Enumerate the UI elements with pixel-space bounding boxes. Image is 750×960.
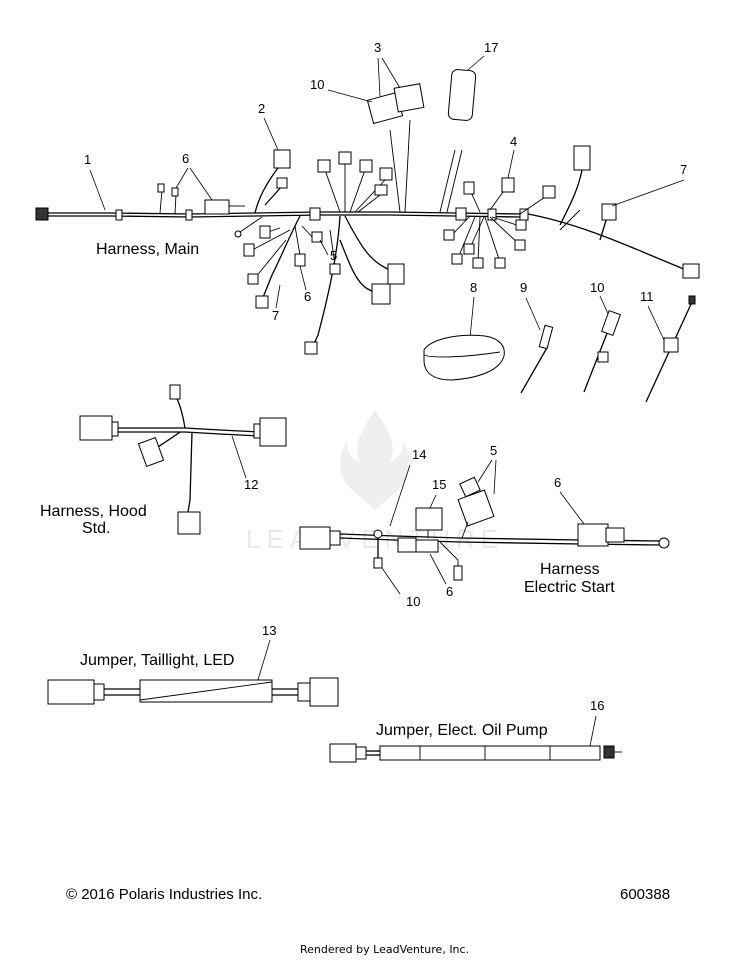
footer-rendered-by: Rendered by LeadVenture, Inc. (300, 943, 469, 956)
callout-6-es-a: 6 (554, 475, 561, 490)
callout-6b: 6 (304, 289, 311, 304)
label-harness-main: Harness, Main (96, 241, 199, 258)
label-harness-hood-2: Std. (82, 520, 110, 537)
callout-16: 16 (590, 698, 604, 713)
part-9-cable-tie: 9 (520, 280, 554, 394)
jumper-oil-pump-drawing: 16 (329, 698, 622, 763)
watermark-flame-logo (340, 410, 410, 510)
callout-10-part: 10 (590, 280, 604, 295)
part-8-conduit: 8 (423, 280, 505, 381)
label-harness-es-1: Harness (540, 561, 600, 578)
callout-7a: 7 (272, 308, 279, 323)
harness-main-callouts: 1 2 3 4 5 6 6 7 7 10 17 (84, 40, 687, 323)
jumper-taillight-drawing: 13 (47, 623, 339, 707)
callout-11: 11 (640, 289, 654, 304)
part-10-clip: 10 (583, 280, 622, 393)
callout-1: 1 (84, 152, 91, 167)
callout-6-es-b: 6 (446, 584, 453, 599)
footer-copyright: © 2016 Polaris Industries Inc. (66, 886, 262, 903)
label-jumper-oil-pump: Jumper, Elect. Oil Pump (376, 722, 548, 739)
part-11-cable-tie-mount: 11 (640, 289, 696, 403)
callout-7b: 7 (680, 162, 687, 177)
callout-17: 17 (484, 40, 498, 55)
footer-diagram-id: 600388 (620, 886, 670, 903)
callout-2: 2 (258, 101, 265, 116)
callout-9: 9 (520, 280, 527, 295)
callout-10-es: 10 (406, 594, 420, 609)
callout-10: 10 (310, 77, 324, 92)
callout-5-es: 5 (490, 443, 497, 458)
callout-15: 15 (432, 477, 446, 492)
callout-5: 5 (330, 248, 337, 263)
callout-4: 4 (510, 134, 517, 149)
callout-13: 13 (262, 623, 276, 638)
callout-3: 3 (374, 40, 381, 55)
callout-8: 8 (470, 280, 477, 295)
callout-14: 14 (412, 447, 426, 462)
harness-hood-drawing: 12 (79, 384, 287, 535)
label-jumper-taillight: Jumper, Taillight, LED (80, 652, 234, 669)
label-harness-es-2: Electric Start (524, 579, 615, 596)
harness-electric-start-drawing: 14 15 5 6 6 10 (299, 443, 670, 609)
callout-12: 12 (244, 477, 258, 492)
label-harness-hood-1: Harness, Hood (40, 503, 147, 520)
callout-6a: 6 (182, 151, 189, 166)
harness-main-drawing (35, 69, 700, 355)
